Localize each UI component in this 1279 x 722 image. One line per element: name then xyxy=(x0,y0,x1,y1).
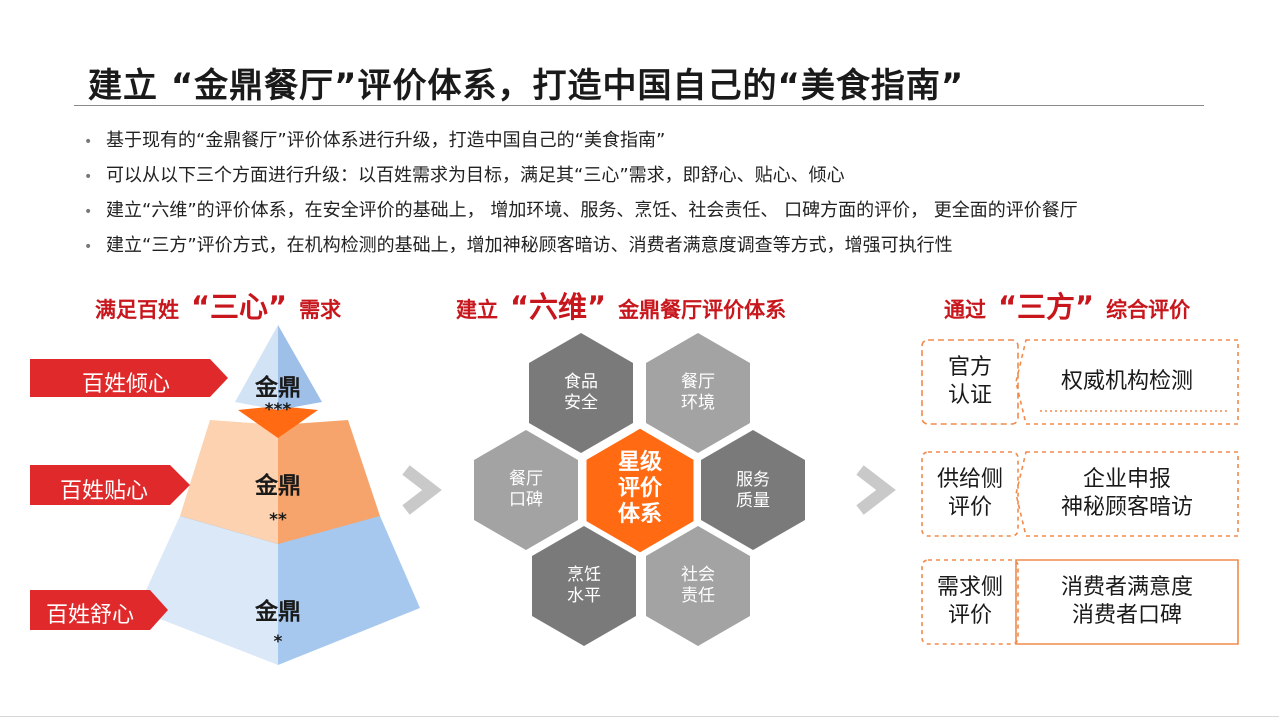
title-divider xyxy=(74,105,1204,106)
pyramid xyxy=(137,325,420,665)
chevron-right-icon xyxy=(856,465,896,515)
pyramid-middle-tier-right xyxy=(278,420,380,544)
pyramid-tier-top-text: 金鼎 *** xyxy=(255,375,301,420)
bullet-item: •可以从以下三个方面进行升级：以百姓需求为目标，满足其“三心”需求，即舒心、贴心… xyxy=(84,159,1078,194)
pyramid-bottom-tier-left xyxy=(137,516,278,665)
hex-restaurant-reputation xyxy=(474,430,578,550)
page-title: 建立 “金鼎餐厅”评价体系，打造中国自己的“美食指南” xyxy=(88,66,965,106)
hex-label-food-safety: 食品安全 xyxy=(564,372,598,413)
evaluation-boxes xyxy=(921,339,1239,645)
footer-divider xyxy=(0,716,1279,717)
hex-label-restaurant-environment: 餐厅环境 xyxy=(681,372,715,413)
box-supply-left xyxy=(921,451,1019,537)
hex-cooking-level xyxy=(532,526,636,646)
hex-label-restaurant-reputation: 餐厅口碑 xyxy=(509,469,543,510)
hex-label-service-quality: 服务质量 xyxy=(736,470,770,511)
bullet-dot-icon: • xyxy=(84,239,93,255)
demand-side-methods: 消费者满意度消费者口碑 xyxy=(1060,575,1193,628)
pyramid-top-tier-left xyxy=(235,325,278,410)
pyramid-bottom-tier-right xyxy=(278,516,420,665)
box-demand-left xyxy=(921,559,1019,645)
bullet-item: •基于现有的“金鼎餐厅”评价体系进行升级，打造中国自己的“美食指南” xyxy=(84,124,1078,159)
hex-label-rating-system: 星级 评价 体系 xyxy=(617,450,662,527)
bullet-list: •基于现有的“金鼎餐厅”评价体系进行升级，打造中国自己的“美食指南” •可以从以… xyxy=(84,124,1078,264)
hex-center-rating-system xyxy=(583,425,697,556)
hex-food-safety xyxy=(529,333,633,453)
box-demand-right xyxy=(1015,559,1239,645)
tag-label-devoted: 百姓倾心 xyxy=(82,372,171,397)
box-official-left xyxy=(921,339,1019,425)
pyramid-orange-band xyxy=(238,406,318,438)
supply-side-methods: 企业申报神秘顾客暗访 xyxy=(1060,467,1193,520)
box-official-right xyxy=(1015,339,1239,425)
pyramid-tier-bottom-text: 金鼎 * xyxy=(255,599,301,652)
hexagon-grid xyxy=(474,333,805,646)
bullet-dot-icon: • xyxy=(84,134,93,150)
bullet-dot-icon: • xyxy=(84,169,93,185)
supply-side-label: 供给侧评价 xyxy=(936,467,1003,520)
pyramid-top-tier-right xyxy=(278,325,322,410)
bullet-dot-icon: • xyxy=(84,204,93,220)
tag-label-comfort: 百姓舒心 xyxy=(46,603,135,628)
tag-arrow-comfort xyxy=(30,590,168,630)
hex-social-responsibility xyxy=(646,526,750,646)
tag-label-caring: 百姓贴心 xyxy=(60,479,149,504)
chevron-right-icon xyxy=(402,465,442,515)
section-heading-three-hearts: 满足百姓“三心”需求 xyxy=(95,290,342,324)
hex-restaurant-environment xyxy=(646,333,750,453)
official-certification-label: 官方认证 xyxy=(947,355,992,408)
hex-service-quality xyxy=(701,430,805,550)
authority-testing-label: 权威机构检测 xyxy=(1060,369,1193,394)
bullet-item: •建立“三方”评价方式，在机构检测的基础上，增加神秘顾客暗访、消费者满意度调查等… xyxy=(84,229,1078,264)
box-supply-right xyxy=(1015,451,1239,537)
pyramid-tier-middle-text: 金鼎 ** xyxy=(255,473,301,530)
hex-label-cooking-level: 烹饪水平 xyxy=(567,565,601,606)
tag-arrow-caring xyxy=(30,465,190,505)
hex-label-social-responsibility: 社会责任 xyxy=(681,565,715,606)
heart-tags xyxy=(30,359,228,630)
tag-arrow-devoted xyxy=(30,359,228,397)
pyramid-middle-tier-left xyxy=(180,420,278,544)
section-heading-six-dimensions: 建立“六维”金鼎餐厅评价体系 xyxy=(456,290,787,324)
demand-side-label: 需求侧评价 xyxy=(936,575,1003,628)
section-heading-three-parties: 通过“三方”综合评价 xyxy=(944,290,1191,324)
bullet-item: •建立“六维”的评价体系，在安全评价的基础上， 增加环境、服务、烹饪、社会责任、… xyxy=(84,194,1078,229)
